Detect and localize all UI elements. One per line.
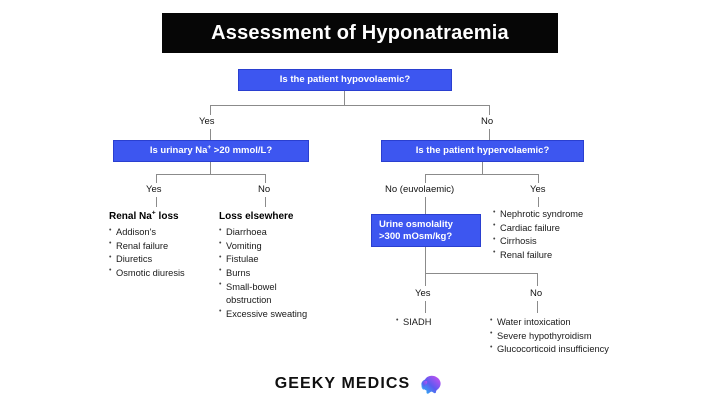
outcome-heading-loss-elsewhere: Loss elsewhere [219, 211, 294, 222]
renal-sodium-loss-superscript: + [151, 209, 156, 217]
list-item: Diuretics [109, 253, 185, 267]
connector-osmo-left-tail [425, 301, 426, 313]
decision-box-hypovolaemic[interactable]: Is the patient hypovolaemic? [238, 69, 452, 91]
renal-sodium-loss-suffix: loss [155, 211, 179, 222]
branch-label-osmo-no: No [530, 288, 543, 299]
connector-urna-left-drop [156, 174, 157, 183]
decision-box-hypovolaemic-label: Is the patient hypovolaemic? [279, 74, 411, 86]
connector-hyper-left-tail [425, 197, 426, 214]
brand-name: GEEKY MEDICS [274, 375, 411, 392]
decision-box-hypervolaemic[interactable]: Is the patient hypervolaemic? [381, 140, 584, 162]
decision-box-urine-osmolality[interactable]: Urine osmolality >300 mOsm/kg? [371, 214, 481, 247]
branch-label-root-no: No [481, 116, 494, 127]
title-banner: Assessment of Hyponatraemia [162, 13, 558, 53]
connector-osmo-stem [425, 247, 426, 273]
list-item: Diarrhoea [219, 226, 311, 240]
branch-label-hyper-yes: Yes [530, 184, 546, 195]
connector-urna-left-tail [156, 197, 157, 207]
connector-root-bar [210, 105, 489, 106]
list-item: Cirrhosis [493, 235, 583, 249]
outcome-list-renal-sodium-loss: Addison's Renal failure Diuretics Osmoti… [109, 226, 185, 281]
outcome-list-hypervolaemic: Nephrotic syndrome Cardiac failure Cirrh… [493, 208, 583, 263]
urinary-sodium-prefix: Is urinary Na [149, 145, 208, 157]
connector-urna-stem [210, 162, 211, 174]
connector-urna-right-drop [265, 174, 266, 183]
connector-root-left-tail [210, 129, 211, 140]
list-item: Addison's [109, 226, 185, 240]
connector-osmo-bar [425, 273, 537, 274]
list-item: Renal failure [109, 239, 185, 254]
connector-hyper-right-tail [538, 197, 539, 207]
connector-osmo-right-drop [537, 273, 538, 286]
urinary-sodium-superscript: + [207, 143, 212, 151]
list-item: Renal failure [493, 248, 583, 263]
connector-root-right-tail [489, 129, 490, 140]
branch-label-osmo-yes: Yes [415, 288, 431, 299]
list-item: Water intoxication [490, 316, 609, 330]
connector-urna-right-tail [265, 197, 266, 207]
list-item: Small-bowel obstruction [219, 280, 311, 308]
list-item: SIADH [396, 316, 431, 330]
connector-hyper-right-drop [538, 174, 539, 183]
connector-hyper-left-drop [425, 174, 426, 183]
connector-root-left-drop [210, 105, 211, 115]
branch-label-urna-yes: Yes [146, 184, 162, 195]
connector-urna-bar [156, 174, 265, 175]
page-title: Assessment of Hyponatraemia [211, 21, 509, 44]
list-item: Osmotic diuresis [109, 266, 185, 281]
list-item: Excessive sweating [219, 307, 311, 322]
connector-osmo-right-tail [537, 301, 538, 313]
outcome-list-dilutional: Water intoxication Severe hypothyroidism… [490, 316, 609, 357]
connector-osmo-left-drop [425, 273, 426, 286]
list-item: Burns [219, 266, 311, 281]
decision-box-urinary-sodium[interactable]: Is urinary Na+ >20 mmol/L? [113, 140, 309, 162]
footer: GEEKY MEDICS [0, 374, 720, 394]
connector-root-stem [344, 91, 345, 105]
connector-hyper-bar [425, 174, 538, 175]
outcome-list-siadh: SIADH [396, 316, 431, 330]
outcome-heading-renal-sodium-loss: Renal Na+ loss [109, 209, 179, 222]
branch-label-urna-no: No [258, 184, 271, 195]
list-item: Fistulae [219, 253, 311, 267]
list-item: Nephrotic syndrome [493, 208, 583, 222]
list-item: Glucocorticoid insufficiency [490, 343, 609, 357]
branch-label-root-yes: Yes [199, 116, 215, 127]
list-item: Vomiting [219, 239, 311, 254]
urinary-sodium-suffix: >20 mmol/L? [211, 145, 273, 157]
renal-sodium-loss-prefix: Renal Na [109, 211, 152, 222]
list-item: Severe hypothyroidism [490, 329, 609, 344]
urine-osmolality-line2: >300 mOsm/kg? [379, 230, 453, 242]
urine-osmolality-line1: Urine osmolality [379, 218, 453, 230]
brain-icon [421, 375, 441, 394]
connector-root-right-drop [489, 105, 490, 115]
decision-box-hypervolaemic-label: Is the patient hypervolaemic? [415, 145, 550, 157]
decision-box-urinary-sodium-label: Is urinary Na+ >20 mmol/L? [149, 143, 273, 157]
outcome-list-loss-elsewhere: Diarrhoea Vomiting Fistulae Burns Small-… [219, 226, 311, 322]
branch-label-hyper-no: No (euvolaemic) [385, 184, 455, 195]
connector-hyper-stem [482, 162, 483, 174]
list-item: Cardiac failure [493, 221, 583, 236]
